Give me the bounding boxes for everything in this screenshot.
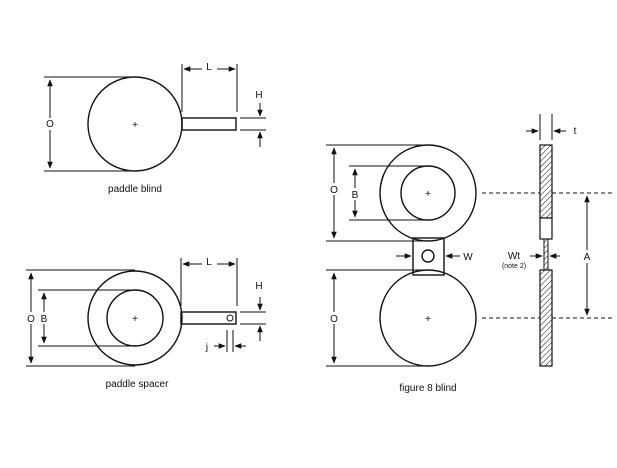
center-mark: +: [132, 314, 138, 325]
dimension-O: O: [26, 269, 135, 367]
spacer-outer-ring: [87, 270, 183, 366]
dim-label-Wt: Wt: [508, 251, 520, 262]
dimension-L: L: [181, 60, 238, 112]
section-web: [543, 238, 549, 271]
dim-label-W: W: [463, 252, 473, 263]
spacer-handle: [180, 311, 237, 325]
dim-label-j: j: [205, 342, 208, 353]
dimension-B: B: [349, 165, 428, 221]
dimension-B: B: [38, 289, 135, 347]
handle-hole: [226, 314, 234, 322]
dimension-W: W: [396, 252, 473, 263]
caption-figure8-blind: figure 8 blind: [399, 383, 456, 394]
dim-label-B: B: [41, 314, 48, 325]
figure8-blind-figure: + + O B O W: [326, 144, 612, 394]
dim-label-t: t: [574, 126, 577, 137]
section-bore-gap: [539, 217, 553, 240]
dimension-A: A: [581, 195, 593, 316]
dim-label-L: L: [206, 257, 212, 268]
dim-label-O: O: [46, 119, 54, 130]
dim-label-B: B: [352, 190, 359, 201]
caption-paddle-spacer: paddle spacer: [106, 379, 169, 390]
section-upper-ring: [539, 144, 553, 219]
dim-label-A: A: [584, 252, 591, 263]
dimension-t: t: [526, 114, 577, 140]
figure8-web-hole: [421, 249, 435, 263]
center-mark: +: [425, 189, 431, 200]
dim-label-L: L: [206, 62, 212, 73]
center-mark: +: [425, 314, 431, 325]
dim-label-O: O: [27, 314, 35, 325]
paddle-blind-figure: + O L H paddle blind: [44, 60, 266, 195]
dimension-O-lower: O: [326, 269, 428, 367]
dimension-H: H: [240, 90, 266, 147]
dim-label-H: H: [255, 281, 262, 292]
center-mark: +: [132, 120, 138, 131]
dim-label-O: O: [330, 314, 338, 325]
dimension-O-upper: O: [326, 144, 428, 242]
section-lower-disc: [539, 269, 553, 367]
figure8-web: [412, 237, 445, 276]
paddle-spacer-figure: + O B L H: [26, 255, 266, 390]
dim-label-O: O: [330, 185, 338, 196]
note-2-label: (note 2): [502, 263, 526, 270]
dim-label-H: H: [255, 90, 262, 101]
dimension-j: j: [205, 330, 246, 353]
dimension-O: O: [44, 76, 135, 172]
dimension-Wt: Wt (note 2): [502, 251, 560, 270]
paddle-handle: [181, 117, 237, 131]
caption-paddle-blind: paddle blind: [108, 184, 162, 195]
section-view: t Wt (note 2) A: [502, 114, 593, 367]
dimension-H: H: [240, 281, 266, 341]
dimension-L: L: [180, 255, 238, 306]
